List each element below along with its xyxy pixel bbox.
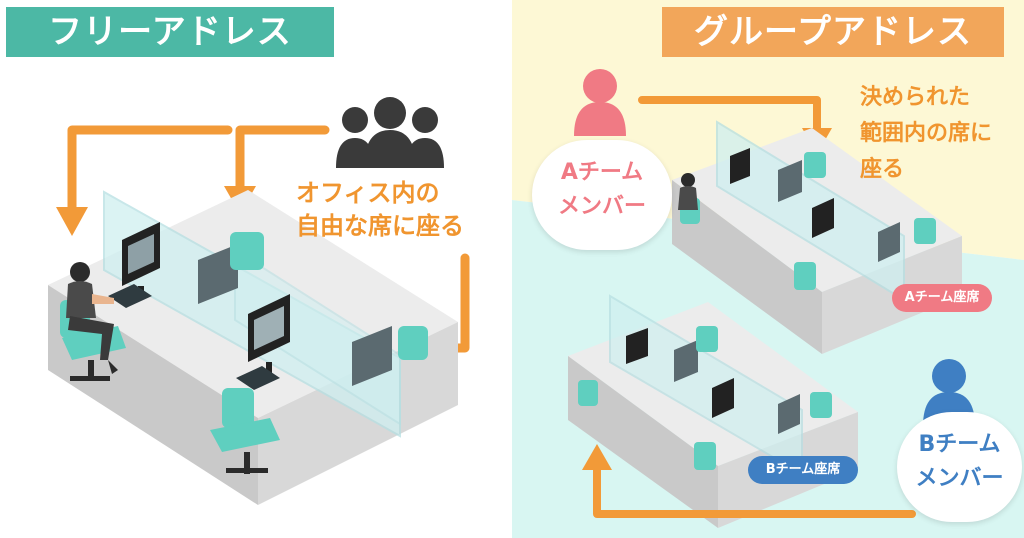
free-address-illustration: [48, 97, 470, 505]
group-people-icon: [336, 97, 444, 168]
caption-line: 自由な席に座る: [296, 212, 464, 240]
caption-line: 決められた: [860, 85, 971, 110]
arrow-team-a: [638, 96, 821, 136]
team-a-seat-label: Aチーム座席: [892, 284, 992, 312]
team-b-desks: [568, 294, 858, 528]
free-address-panel: フリーアドレス オフィス内の 自由な席に座る: [6, 7, 470, 505]
team-a-member-label: メンバー: [557, 194, 646, 219]
free-address-caption: オフィス内の 自由な席に座る: [296, 177, 464, 243]
arrow-team-b: [593, 464, 916, 518]
team-a-person-icon: [574, 69, 626, 136]
group-address-caption: 決められた 範囲内の席に 座る: [860, 80, 992, 188]
desk-cluster: [48, 190, 458, 505]
team-a-label: Aチーム: [560, 160, 644, 185]
caption-line: 範囲内の席に: [860, 121, 993, 146]
caption-line: オフィス内の: [296, 179, 440, 207]
seated-person: [66, 262, 118, 374]
team-b-label: Bチーム: [918, 432, 1001, 457]
team-b-seat-label: Bチーム座席: [748, 456, 858, 484]
team-b-badge: Bチーム メンバー: [897, 412, 1022, 522]
free-address-title: フリーアドレス: [6, 7, 334, 57]
group-address-title: グループアドレス: [662, 7, 1004, 57]
team-a-badge: Aチーム メンバー: [532, 140, 672, 250]
group-address-panel: グループアドレス 決められた 範囲内の席に 座る Aチーム メンバー Aチーム座…: [512, 0, 1024, 538]
team-b-member-label: メンバー: [915, 466, 1004, 491]
caption-line: 座る: [860, 157, 905, 182]
